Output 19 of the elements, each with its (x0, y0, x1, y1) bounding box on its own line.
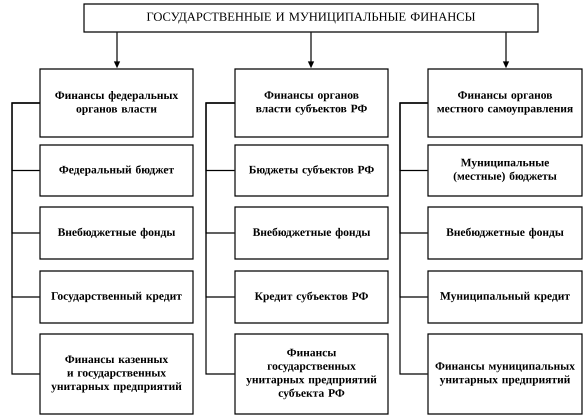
category-box: Бюджеты субъектов РФ (234, 144, 389, 197)
title-box: ГОСУДАРСТВЕННЫЕ И МУНИЦИПАЛЬНЫЕ ФИНАНСЫ (83, 3, 539, 33)
category-box: Финансы муниципальных унитарных предприятий (427, 333, 583, 415)
category-box: Внебюджетные фонды (234, 206, 389, 260)
category-box: Финансы государственных унитарных предприятий субъекта РФ (234, 333, 389, 415)
category-box: Федеральный бюджет (39, 144, 194, 197)
category-box: Муниципальные (местные) бюджеты (427, 144, 583, 197)
category-box: Финансы федеральных органов власти (39, 68, 194, 138)
category-box: Кредит субъектов РФ (234, 270, 389, 324)
category-box: Финансы казенных и государственных унитарных предприятий (39, 333, 194, 415)
category-box: Государственный кредит (39, 270, 194, 324)
category-box: Муниципальный кредит (427, 270, 583, 324)
category-box: Внебюджетные фонды (427, 206, 583, 260)
category-box: Финансы органов местного самоуправления (427, 68, 583, 138)
connector (205, 102, 234, 375)
category-box: Внебюджетные фонды (39, 206, 194, 260)
connector (399, 102, 428, 375)
category-box: Финансы органов власти субъектов РФ (234, 68, 389, 138)
connector (11, 102, 40, 375)
